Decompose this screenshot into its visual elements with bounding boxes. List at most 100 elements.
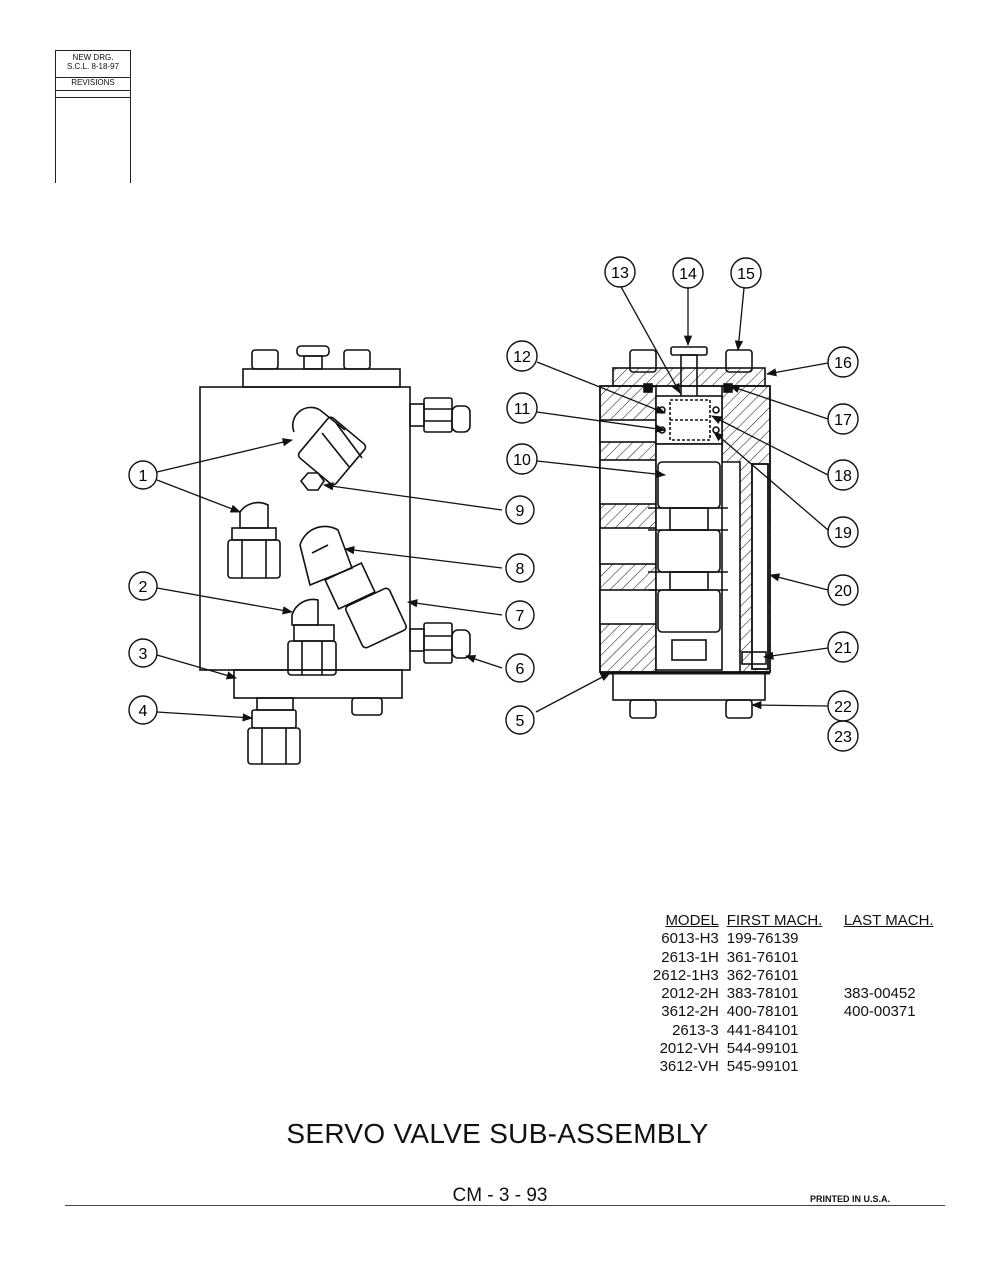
header-model: MODEL xyxy=(665,912,719,929)
callout-9: 9 xyxy=(505,495,535,525)
cell-model: 2612-1H3 xyxy=(652,966,719,984)
left-bottom-plate xyxy=(233,669,403,699)
svg-text:23: 23 xyxy=(834,729,852,746)
svg-text:5: 5 xyxy=(516,713,525,730)
header-first-mach: FIRST MACH. xyxy=(726,912,823,929)
callout-19: 19 xyxy=(827,516,859,548)
elbow-fitting-lower xyxy=(227,501,281,579)
svg-text:7: 7 xyxy=(516,608,525,625)
cap-plate xyxy=(612,367,766,387)
callout-7: 7 xyxy=(505,600,535,630)
svg-text:11: 11 xyxy=(514,401,531,418)
svg-text:9: 9 xyxy=(516,503,525,520)
callout-4: 4 xyxy=(128,695,158,725)
cell-first: 441-84101 xyxy=(726,1021,799,1039)
callout-13: 13 xyxy=(604,256,636,288)
callout-21: 21 xyxy=(827,631,859,663)
cell-model: 3612-2H xyxy=(661,1003,719,1021)
svg-text:20: 20 xyxy=(834,583,852,600)
svg-text:16: 16 xyxy=(834,355,852,372)
table-row: 2612-1H3 362-76101 xyxy=(630,967,950,985)
angled-fitting xyxy=(299,525,407,649)
callout-6: 6 xyxy=(505,653,535,683)
table-row: 6013-H3 199-76139 xyxy=(630,930,950,948)
cell-last: 400-00371 xyxy=(843,1003,916,1021)
callout-2: 2 xyxy=(128,571,158,601)
revision-line-new-drg: NEW DRG. xyxy=(72,53,114,62)
svg-text:13: 13 xyxy=(611,265,629,282)
cell-last xyxy=(836,1058,950,1076)
table-row: 2613-3 441-84101 xyxy=(630,1022,950,1040)
cell-last xyxy=(836,930,950,948)
svg-text:1: 1 xyxy=(139,468,148,485)
callout-12: 12 xyxy=(506,340,538,372)
pilot-insert xyxy=(669,399,711,441)
svg-text:17: 17 xyxy=(834,412,852,429)
page-title: SERVO VALVE SUB-ASSEMBLY xyxy=(286,1118,709,1149)
spool xyxy=(648,461,728,661)
table-row: 2613-1H 361-76101 xyxy=(630,949,950,967)
callout-15: 15 xyxy=(730,257,762,289)
callout-20: 20 xyxy=(827,574,859,606)
cell-first: 361-76101 xyxy=(726,948,799,966)
table-row: 3612-VH 545-99101 xyxy=(630,1058,950,1076)
cell-model: 2613-1H xyxy=(661,948,719,966)
cell-last xyxy=(836,1022,950,1040)
callout-14: 14 xyxy=(672,257,704,289)
svg-text:4: 4 xyxy=(139,703,148,720)
svg-text:8: 8 xyxy=(516,561,525,578)
callout-23: 23 xyxy=(827,720,859,752)
svg-text:3: 3 xyxy=(139,646,148,663)
cell-first: 544-99101 xyxy=(726,1040,799,1058)
callout-18: 18 xyxy=(827,459,859,491)
cell-model: 2012-2H xyxy=(661,985,719,1003)
svg-text:6: 6 xyxy=(516,661,525,678)
svg-text:2: 2 xyxy=(139,579,148,596)
cell-model: 2012-VH xyxy=(659,1040,719,1058)
cell-first: 545-99101 xyxy=(726,1058,799,1076)
cell-first: 400-78101 xyxy=(726,1003,799,1021)
leader-lines xyxy=(156,284,829,722)
svg-text:15: 15 xyxy=(737,266,755,283)
hex-plug xyxy=(299,472,325,491)
callout-11: 11 xyxy=(506,392,538,424)
cell-model: 3612-VH xyxy=(659,1058,719,1076)
cell-model: 6013-H3 xyxy=(661,930,719,948)
callout-3: 3 xyxy=(128,638,158,668)
cell-last xyxy=(836,949,950,967)
cell-first: 362-76101 xyxy=(726,966,799,984)
svg-text:14: 14 xyxy=(679,266,697,283)
right-view-section xyxy=(599,346,771,719)
callout-16: 16 xyxy=(827,346,859,378)
page-number: CM - 3 - 93 xyxy=(452,1185,548,1206)
base-plate xyxy=(612,671,766,701)
revision-spacer xyxy=(56,91,130,98)
table-row: 2012-VH 544-99101 xyxy=(630,1040,950,1058)
callout-1: 1 xyxy=(128,460,158,490)
table-row: 3612-2H 400-78101 400-00371 xyxy=(630,1003,950,1021)
revision-entry: NEW DRG. S.C.L. 8-18-97 xyxy=(56,50,130,77)
svg-text:22: 22 xyxy=(834,699,852,716)
model-table: MODEL FIRST MACH. LAST MACH. 6013-H3 199-… xyxy=(630,912,950,1077)
cell-first: 199-76139 xyxy=(726,930,799,948)
elbow-fitting-upper xyxy=(291,406,367,486)
left-top-plate xyxy=(242,368,401,388)
cell-first: 383-78101 xyxy=(726,985,799,1003)
right-fitting-bottom xyxy=(409,622,471,664)
svg-text:21: 21 xyxy=(834,640,852,657)
cell-last xyxy=(836,1040,950,1058)
revisions-label: REVISIONS xyxy=(56,77,130,91)
callout-17: 17 xyxy=(827,403,859,435)
cell-last xyxy=(836,967,950,985)
svg-text:18: 18 xyxy=(834,468,852,485)
svg-text:19: 19 xyxy=(834,525,852,542)
footer-rule xyxy=(65,1205,945,1206)
svg-text:10: 10 xyxy=(513,452,531,469)
callout-8: 8 xyxy=(505,553,535,583)
cell-model: 2613-3 xyxy=(672,1021,719,1039)
header-last-mach: LAST MACH. xyxy=(843,912,934,929)
revision-line-date: S.C.L. 8-18-97 xyxy=(66,62,120,71)
callout-10: 10 xyxy=(506,443,538,475)
printed-in-usa: PRINTED IN U.S.A. xyxy=(810,1194,891,1204)
